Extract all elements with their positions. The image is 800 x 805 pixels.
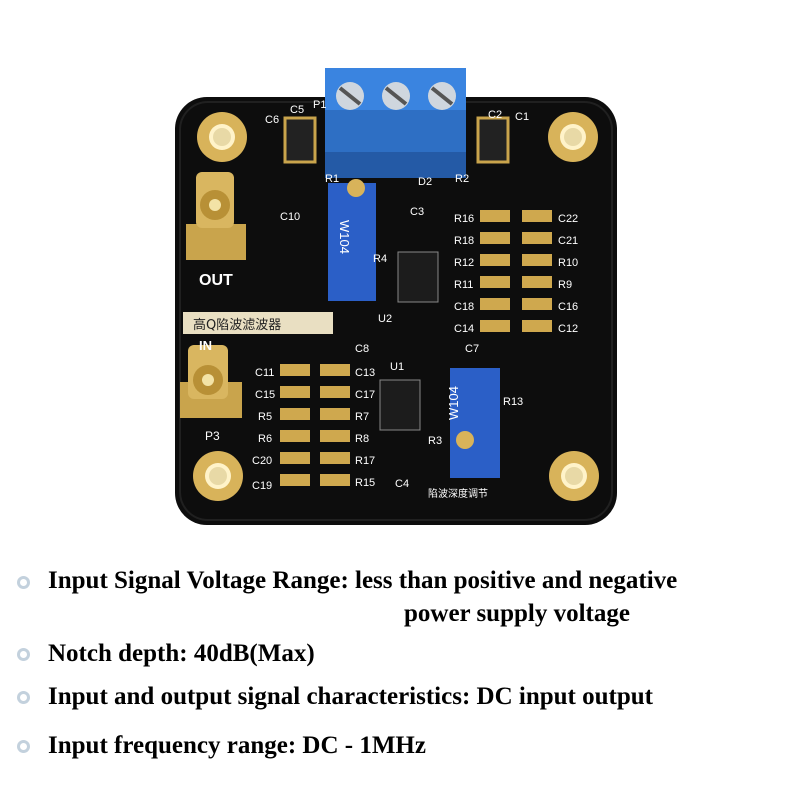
comp-label: C21 [558, 235, 578, 247]
comp-label: C6 [265, 114, 279, 126]
bullet-icon [17, 740, 30, 753]
comp-label: R3 [428, 435, 442, 447]
ic-u1 [379, 379, 421, 431]
spec-text: Input Signal Voltage Range: less than po… [48, 567, 678, 594]
mounting-hole-br [549, 451, 599, 501]
comp-label: U2 [378, 313, 392, 325]
comp-label: C17 [355, 389, 375, 401]
spec-text-continuation: power supply voltage [404, 600, 630, 627]
bullet-icon [17, 691, 30, 704]
comp-label: C2 [488, 109, 502, 121]
comp-label: C1 [515, 111, 529, 123]
out-label: OUT [199, 272, 233, 289]
comp-label: C18 [454, 301, 474, 313]
comp-label: R12 [454, 257, 474, 269]
comp-label: C15 [255, 389, 275, 401]
comp-label: C7 [465, 343, 479, 355]
comp-label: C12 [558, 323, 578, 335]
comp-label: R15 [355, 477, 375, 489]
comp-label: C5 [290, 104, 304, 116]
comp-label: R7 [355, 411, 369, 423]
comp-label: C19 [252, 480, 272, 492]
comp-label: R9 [558, 279, 572, 291]
comp-label: R1 [325, 173, 339, 185]
comp-label: R2 [455, 173, 469, 185]
sma-connector-in [180, 345, 242, 418]
mounting-hole-tr [548, 112, 598, 162]
comp-label: C4 [395, 478, 409, 490]
comp-label: U1 [390, 361, 404, 373]
spec-text: Input and output signal characteristics:… [48, 683, 653, 710]
smd-array-right [480, 210, 552, 332]
comp-label: C20 [252, 455, 272, 467]
p1-label: P1 [313, 99, 326, 111]
pcb-photo: W104 W104 高Q陷波滤波器 OUT IN P3 P1 陷波深度调节 C5… [175, 68, 617, 525]
comp-label: C16 [558, 301, 578, 313]
comp-label: R5 [258, 411, 272, 423]
potentiometer-bottom: W104 [446, 368, 500, 478]
comp-label: C13 [355, 367, 375, 379]
comp-label: C8 [355, 343, 369, 355]
potentiometer-top: W104 [328, 179, 376, 301]
comp-label: R16 [454, 213, 474, 225]
mounting-hole-tl [197, 112, 247, 162]
terminal-block [325, 68, 466, 178]
comp-label: R17 [355, 455, 375, 467]
comp-label: C11 [255, 367, 274, 379]
comp-label: C3 [410, 206, 424, 218]
comp-label: C22 [558, 213, 578, 225]
board-title-label: 高Q陷波滤波器 [193, 317, 281, 333]
comp-label: R10 [558, 257, 578, 269]
comp-label: R11 [454, 279, 473, 291]
comp-label: R4 [373, 253, 387, 265]
pot-code-bottom: W104 [446, 386, 461, 420]
bullet-icon [17, 576, 30, 589]
spec-text: Input frequency range: DC - 1MHz [48, 732, 426, 759]
comp-label: C10 [280, 211, 300, 223]
smd-array-left [280, 364, 350, 486]
sma-connector-out [186, 172, 246, 260]
mounting-hole-bl [193, 451, 243, 501]
comp-label: R8 [355, 433, 369, 445]
pot-code-top: W104 [337, 220, 352, 254]
p3-label: P3 [205, 429, 220, 443]
comp-label: R18 [454, 235, 474, 247]
bullet-icon [17, 648, 30, 661]
spec-text: Notch depth: 40dB(Max) [48, 640, 315, 667]
comp-label: D2 [418, 176, 432, 188]
in-label: IN [199, 338, 212, 353]
adjust-label: 陷波深度调节 [428, 487, 488, 500]
ic-u2 [397, 251, 439, 303]
comp-label: R13 [503, 396, 523, 408]
comp-label: C14 [454, 323, 474, 335]
comp-label: R6 [258, 433, 272, 445]
